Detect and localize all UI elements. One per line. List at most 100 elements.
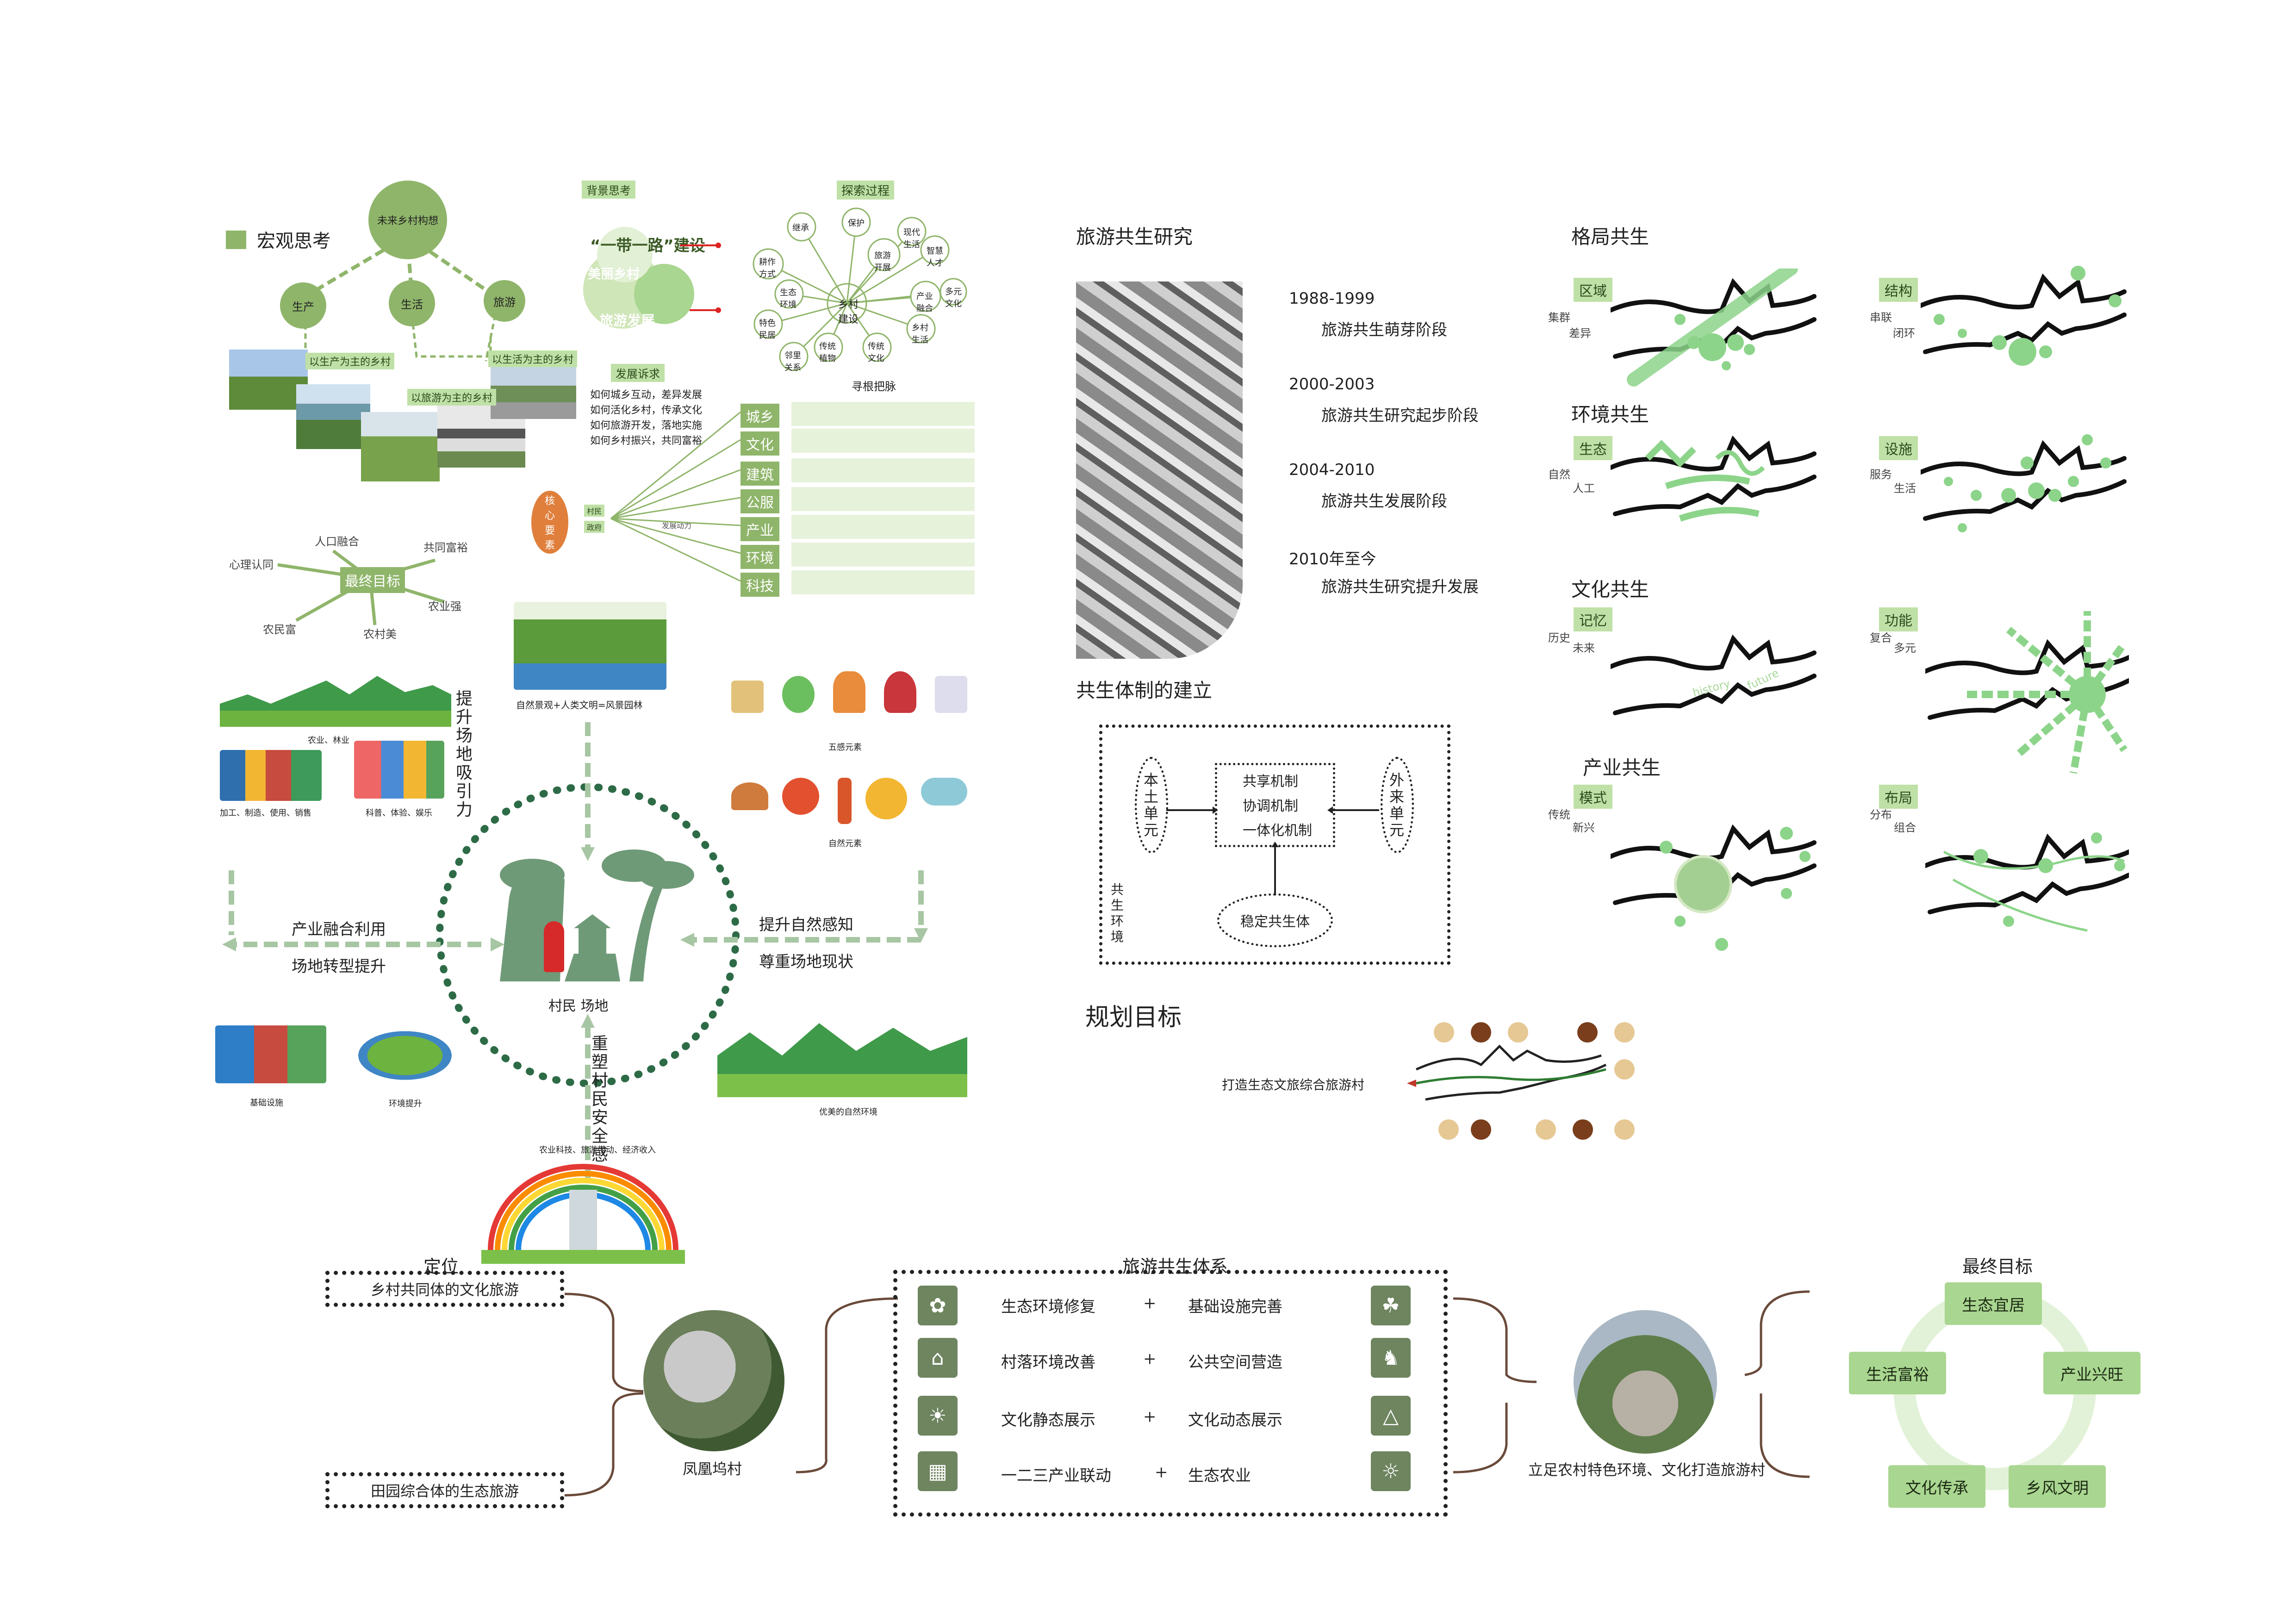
macro-root-node: 未来乡村构想	[368, 181, 447, 259]
infrastructure-caption: 基础设施	[250, 1098, 283, 1108]
five-senses-icons	[731, 671, 972, 727]
symbiosis-word: 传统	[1548, 808, 1570, 821]
background-red-arrows	[680, 243, 721, 313]
position-box-culture: 乡村共同体的文化旅游	[325, 1271, 564, 1307]
planning-title: 规划目标	[1085, 1004, 1182, 1031]
symbiosis-word: 闭环	[1893, 327, 1915, 340]
env-improve-illustration	[352, 1028, 458, 1083]
nature-element-caption: 自然元素	[828, 839, 862, 849]
system-a: 村落环境改善	[1001, 1353, 1095, 1372]
symbiosis-tag: 区域	[1574, 278, 1612, 302]
macro-node-life: 生活	[389, 280, 435, 326]
landscape-caption: 自然景观+人类文明=风景园林	[516, 700, 643, 711]
explore-ring-item: 智慧人才	[927, 246, 943, 268]
village-photo	[643, 1310, 784, 1451]
demand-line: 如何城乡互动，差异发展	[590, 389, 703, 401]
symbiosis-word: 自然	[1548, 468, 1570, 481]
system-plus: +	[1143, 1349, 1157, 1368]
villager-figure	[544, 921, 564, 972]
explore-ring-item: 乡村生活	[912, 323, 928, 345]
leaf-hand-icon: ✿	[918, 1286, 958, 1325]
background-cloud	[569, 222, 703, 333]
symbiosis-word: 新兴	[1573, 821, 1595, 834]
solar-panel-icon: ▦	[918, 1451, 958, 1491]
system-a: 文化静态展示	[1001, 1411, 1095, 1430]
symbiosis-word: 未来	[1573, 642, 1595, 655]
symbiosis-word: 分布	[1870, 808, 1892, 821]
factor-note	[791, 543, 975, 567]
macro-node-tourism: 旅游	[484, 280, 525, 322]
mechanism-local-unit: 本土单元	[1135, 757, 1168, 853]
base-text: 立足农村特色环境、文化打造旅游村	[1528, 1461, 1766, 1479]
goal-item: 农业强	[428, 600, 461, 613]
mechanism-foreign-unit: 外来单元	[1381, 757, 1414, 853]
goal-item: 农村美	[363, 628, 397, 641]
symbiosis-title: 格局共生	[1571, 225, 1649, 248]
symbiosis-word: 生活	[1894, 482, 1916, 495]
explore-ring-item: 多元文化	[945, 287, 962, 309]
system-b: 生态农业	[1188, 1467, 1251, 1485]
macro-node-label: 生活	[401, 298, 423, 311]
bottom-brackets	[565, 1290, 1810, 1497]
explore-ring-item: 现代生活	[903, 228, 920, 250]
tourism-development-label: 旅游发展	[599, 313, 655, 329]
mechanism-line: 一体化机制	[1243, 823, 1312, 839]
core-small: 政府	[584, 521, 605, 533]
demand-line: 如何乡村振兴，共同富裕	[590, 435, 703, 447]
env-improve-caption: 环境提升	[389, 1099, 422, 1109]
explore-ring-item: 特色民居	[759, 319, 776, 340]
factor-note	[791, 487, 975, 511]
explore-ring-item: 保护	[848, 219, 865, 228]
symbiosis-word: 服务	[1870, 468, 1892, 481]
factor-tag: 科技	[740, 573, 779, 597]
research-year: 1988-1999	[1289, 289, 1375, 308]
position-label: 田园综合体的生态旅游	[370, 1482, 519, 1500]
mechanism-stable-symbiont: 稳定共生体	[1217, 893, 1333, 947]
factor-tag: 建筑	[740, 462, 779, 486]
symbiosis-tag: 布局	[1879, 785, 1918, 809]
photo-label-production: 以生产为主的乡村	[305, 353, 395, 369]
research-year: 2010年至今	[1289, 550, 1376, 568]
bulb-icon: ☀	[918, 1396, 958, 1436]
industry-label-2: 场地转型提升	[292, 957, 386, 976]
symbiosis-tag: 结构	[1879, 278, 1918, 302]
factor-note	[791, 515, 975, 539]
income-caption: 农业科技、旅游带动、经济收入	[539, 1145, 656, 1155]
explore-radial	[753, 207, 967, 371]
infrastructure-illustration	[215, 1025, 326, 1083]
explore-ring-item: 邻里关系	[784, 351, 801, 373]
nature-label-2: 尊重场地现状	[759, 953, 853, 971]
research-stage: 旅游共生研究提升发展	[1321, 578, 1479, 596]
mountains-illustration	[220, 667, 451, 727]
core-small: 村民	[584, 505, 605, 517]
macro-title: 宏观思考	[257, 231, 331, 252]
explore-caption: 寻根把脉	[852, 380, 896, 393]
mechanism-arrows	[1166, 806, 1379, 893]
demand-line: 如何旅游开发，落地实施	[590, 420, 703, 431]
position-label: 乡村共同体的文化旅游	[370, 1281, 519, 1299]
five-senses-caption: 五感元素	[828, 743, 862, 752]
research-year: 2004-2010	[1289, 461, 1375, 479]
landscape-illustration	[514, 602, 666, 690]
nature-element-icons	[731, 778, 972, 829]
explore-ring-item: 传统植物	[819, 342, 836, 363]
demands-tag: 发展诉求	[611, 364, 665, 382]
photo-farmland	[229, 350, 308, 410]
circle-center-label: 村民 场地	[548, 998, 609, 1014]
goal-item: 农民富	[263, 623, 296, 636]
mechanism-frame	[1099, 725, 1450, 965]
macro-node-label: 旅游	[493, 295, 516, 309]
factor-tag: 公服	[740, 489, 779, 513]
explore-center-label: 乡村建设	[838, 299, 859, 325]
map-layout	[1925, 832, 2129, 932]
explore-ring-item: 产业融合	[916, 292, 933, 313]
macro-legend-square	[226, 231, 246, 249]
symbiosis-tag: 生态	[1574, 436, 1612, 460]
system-b: 文化动态展示	[1188, 1411, 1282, 1430]
symbiosis-word: 人工	[1573, 482, 1595, 495]
mechanism-env-label: 共生环境	[1111, 882, 1124, 944]
research-stage: 旅游共生研究起步阶段	[1321, 406, 1479, 425]
science-illustration	[354, 741, 444, 799]
explore-ring-item: 传统文化	[868, 342, 884, 363]
mountain-village-photo	[1574, 1310, 1717, 1454]
